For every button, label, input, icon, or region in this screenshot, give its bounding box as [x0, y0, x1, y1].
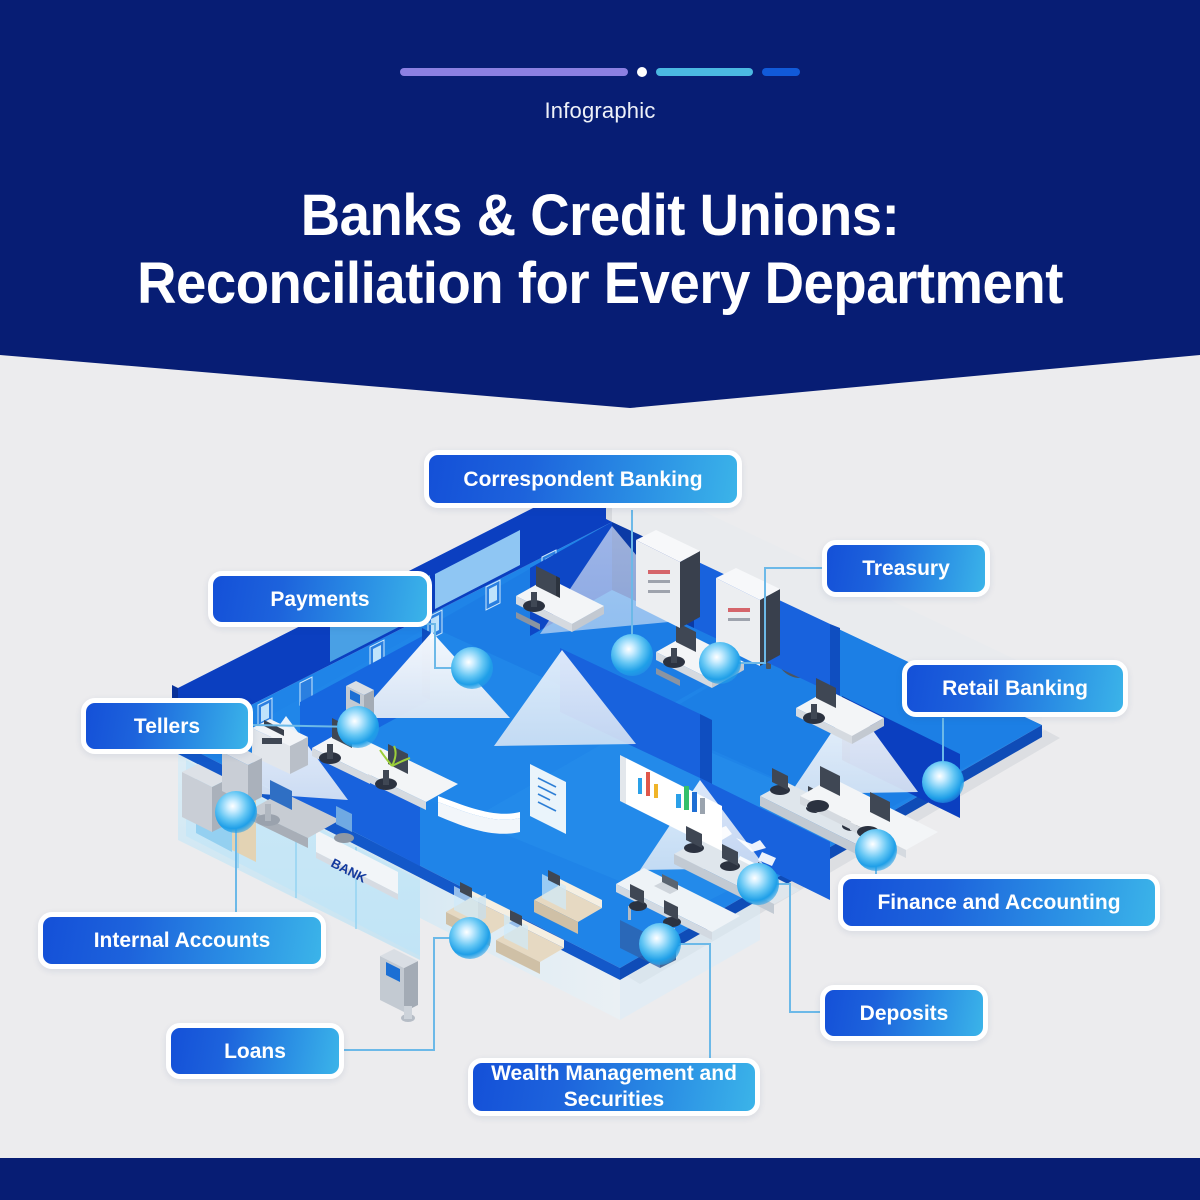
- hotspot-dot-correspondent-banking[interactable]: [611, 634, 653, 676]
- eyebrow-label: Infographic: [544, 98, 656, 123]
- label-text-payments: Payments: [270, 587, 370, 611]
- hotspot-dot-wealth-management[interactable]: [639, 923, 681, 965]
- hotspot-dot-loans[interactable]: [449, 917, 491, 959]
- hotspot-dot-payments[interactable]: [451, 647, 493, 689]
- label-text-wealth-management-and-securities: Wealth Management and Securities: [491, 1062, 737, 1111]
- label-text-deposits: Deposits: [859, 1001, 949, 1025]
- label-wealth-management-and-securities[interactable]: Wealth Management and Securities: [468, 1058, 760, 1116]
- hotspot-dot-finance-accounting[interactable]: [855, 829, 897, 871]
- header-banner: Infographic Banks & Credit Unions: Recon…: [0, 0, 1200, 408]
- label-correspondent-banking[interactable]: Correspondent Banking: [424, 450, 742, 508]
- footer-bar: [0, 1158, 1200, 1200]
- label-text-tellers: Tellers: [133, 714, 201, 738]
- deco-segment-cyan: [656, 68, 753, 76]
- hotspot-dot-tellers[interactable]: [337, 706, 379, 748]
- label-payments[interactable]: Payments: [208, 571, 432, 627]
- label-internal-accounts[interactable]: Internal Accounts: [38, 912, 326, 969]
- hotspot-dot-internal-accounts[interactable]: [215, 791, 257, 833]
- hotspot-dot-treasury[interactable]: [699, 642, 741, 684]
- label-text-treasury: Treasury: [862, 557, 950, 580]
- page-title: Banks & Credit Unions: Reconciliation fo…: [36, 182, 1164, 318]
- label-text-retail-banking: Retail Banking: [942, 677, 1088, 700]
- label-text-finance-and-accounting: Finance and Accounting: [877, 891, 1121, 914]
- decorative-bar: [0, 64, 1200, 80]
- title-line-2: Reconciliation for Every Department: [137, 251, 1063, 316]
- label-retail-banking[interactable]: Retail Banking: [902, 660, 1128, 717]
- hotspot-dot-retail-banking[interactable]: [922, 761, 964, 803]
- label-finance-and-accounting[interactable]: Finance and Accounting: [838, 874, 1160, 931]
- label-text-correspondent-banking: Correspondent Banking: [463, 467, 703, 491]
- deco-segment-purple: [400, 68, 628, 76]
- label-deposits[interactable]: Deposits: [820, 985, 988, 1041]
- label-treasury[interactable]: Treasury: [822, 540, 990, 597]
- deco-dot-icon: [637, 67, 647, 77]
- deco-segment-blue: [762, 68, 800, 76]
- hotspot-dot-deposits[interactable]: [737, 863, 779, 905]
- label-tellers[interactable]: Tellers: [81, 698, 253, 754]
- title-line-1: Banks & Credit Unions:: [300, 183, 900, 248]
- label-text-loans: Loans: [224, 1039, 286, 1063]
- label-text-internal-accounts: Internal Accounts: [93, 929, 271, 952]
- label-loans[interactable]: Loans: [166, 1023, 344, 1079]
